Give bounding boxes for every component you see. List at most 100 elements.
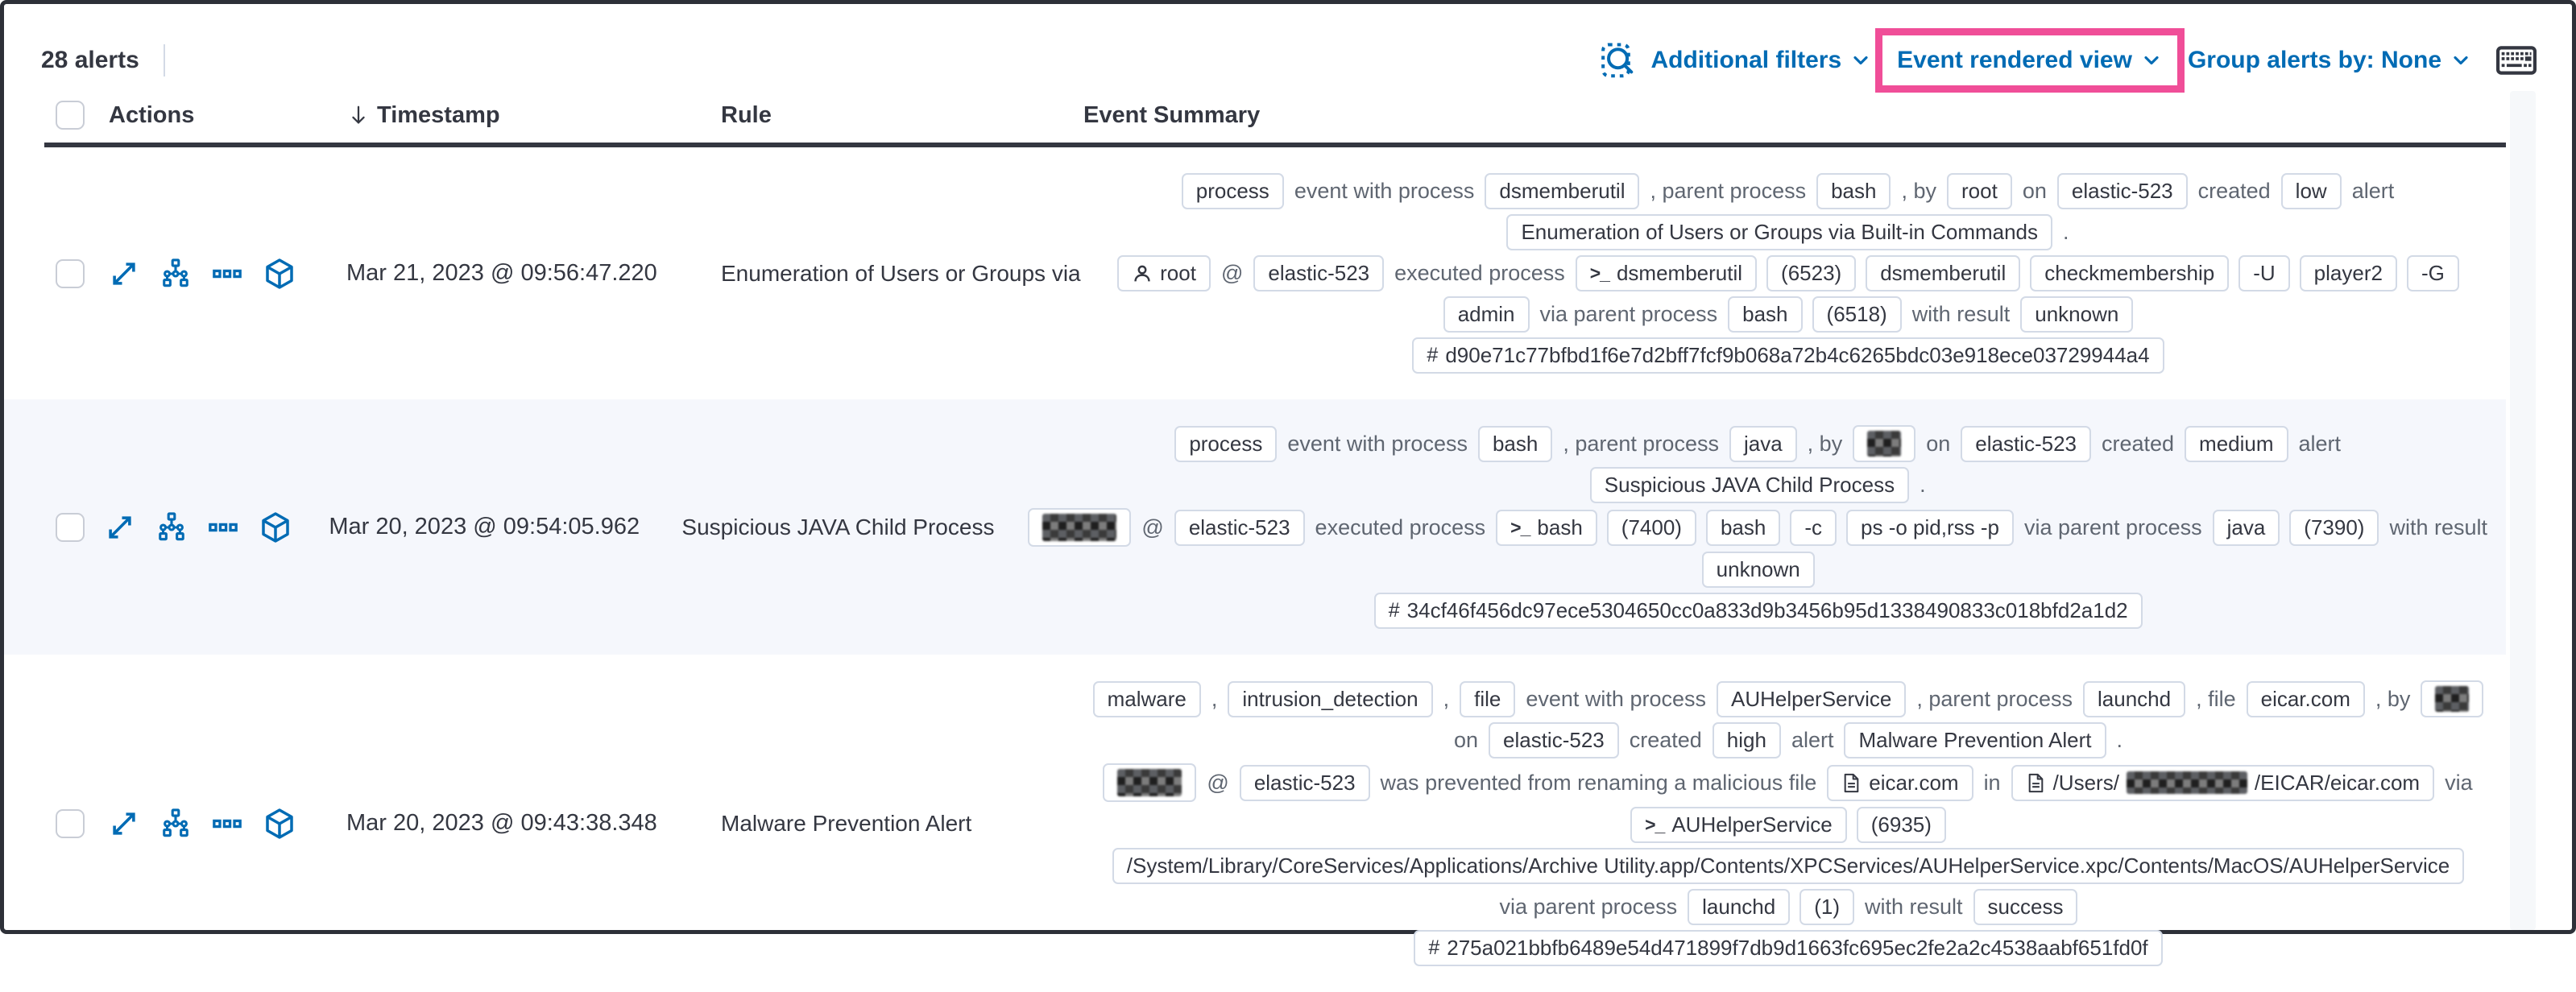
event-rendered-view-label: Event rendered view bbox=[1897, 47, 2132, 73]
more-actions-icon[interactable] bbox=[212, 808, 242, 839]
summary-badge: malware bbox=[1092, 680, 1201, 717]
analyze-event-icon[interactable] bbox=[160, 808, 191, 839]
open-alert-details-icon[interactable] bbox=[105, 512, 135, 543]
summary-text: , bbox=[1443, 686, 1450, 711]
summary-badge: medium bbox=[2185, 425, 2288, 462]
summary-badge: bash bbox=[1705, 509, 1781, 546]
summary-badge: process bbox=[1174, 425, 1278, 462]
summary-text: , parent process bbox=[1563, 431, 1719, 456]
analyze-event-icon[interactable] bbox=[156, 511, 187, 543]
summary-text: via parent process bbox=[1539, 302, 1718, 326]
summary-badge: admin bbox=[1443, 296, 1530, 333]
summary-badge: AUHelperService bbox=[1716, 680, 1907, 717]
summary-badge: java bbox=[2212, 509, 2280, 546]
select-all-checkbox[interactable] bbox=[56, 101, 85, 130]
summary-text: with result bbox=[2389, 515, 2487, 539]
alerts-toolbar: 28 alerts Additional filters Event rende… bbox=[4, 4, 2572, 97]
terminal-prompt-icon: >_ bbox=[1589, 262, 1610, 283]
summary-text: , file bbox=[2196, 686, 2236, 711]
chevron-down-icon bbox=[2454, 56, 2468, 65]
more-actions-icon[interactable] bbox=[208, 512, 238, 543]
vertical-scrollbar[interactable] bbox=[2510, 91, 2536, 930]
summary-badge: /Users//EICAR/eicar.com bbox=[2011, 764, 2435, 801]
summary-badge: success bbox=[1973, 889, 2078, 925]
summary-badge: elastic-523 bbox=[1961, 425, 2091, 462]
summary-badge: elastic-523 bbox=[1239, 764, 1370, 801]
summary-text: event with process bbox=[1526, 686, 1706, 711]
row-checkbox[interactable] bbox=[56, 808, 85, 838]
column-header-timestamp[interactable]: Timestamp bbox=[346, 102, 721, 129]
summary-badge: root bbox=[1947, 173, 2012, 209]
investigate-in-timeline-icon[interactable] bbox=[263, 808, 296, 840]
summary-badge: >_dsmemberutil bbox=[1575, 255, 1758, 291]
row-checkbox[interactable] bbox=[56, 258, 85, 288]
summary-text: @ bbox=[1141, 515, 1164, 539]
investigate-in-timeline-icon[interactable] bbox=[259, 511, 292, 544]
hash-icon: # bbox=[1427, 344, 1439, 366]
alert-timestamp: Mar 20, 2023 @ 09:43:38.348 bbox=[346, 810, 657, 836]
summary-badge: bash bbox=[1477, 425, 1553, 462]
redacted-value bbox=[2435, 686, 2470, 712]
alert-row: Mar 20, 2023 @ 09:43:38.348 Malware Preve… bbox=[4, 655, 2506, 992]
group-alerts-label: Group alerts by: None bbox=[2187, 47, 2441, 73]
more-actions-icon[interactable] bbox=[212, 258, 242, 289]
group-alerts-dropdown[interactable]: Group alerts by: None bbox=[2188, 47, 2472, 74]
table-header-row: Actions Timestamp Rule Event Summary bbox=[44, 101, 2506, 147]
summary-text: @ bbox=[1207, 770, 1229, 795]
chevron-down-icon bbox=[1853, 56, 1868, 65]
column-header-actions: Actions bbox=[109, 101, 195, 128]
alert-rule-name[interactable]: Malware Prevention Alert bbox=[721, 810, 972, 836]
summary-line: #34cf46f456dc97ece5304650cc0a833d9b3456b… bbox=[1023, 593, 2493, 629]
summary-badge: -G bbox=[2406, 255, 2459, 291]
summary-text: , by bbox=[1807, 431, 1843, 456]
additional-filters-dropdown[interactable]: Additional filters bbox=[1650, 47, 1872, 74]
summary-text: on bbox=[1926, 431, 1951, 456]
alert-timestamp: Mar 20, 2023 @ 09:54:05.962 bbox=[329, 514, 640, 539]
summary-badge bbox=[1103, 763, 1197, 802]
summary-badge: launchd bbox=[2083, 680, 2186, 717]
keyboard-shortcuts-icon[interactable] bbox=[2496, 46, 2537, 75]
open-alert-details-icon[interactable] bbox=[109, 258, 139, 289]
summary-badge: low bbox=[2280, 173, 2342, 209]
open-alert-details-icon[interactable] bbox=[109, 808, 139, 839]
summary-text: , by bbox=[1901, 179, 1937, 203]
summary-badge bbox=[2421, 680, 2484, 717]
summary-badge: elastic-523 bbox=[1174, 509, 1305, 546]
summary-badge: elastic-523 bbox=[1253, 255, 1385, 291]
summary-badge: >_AUHelperService bbox=[1630, 807, 1847, 843]
alert-rule-name[interactable]: Suspicious JAVA Child Process bbox=[681, 514, 995, 539]
redacted-value bbox=[1042, 514, 1117, 541]
summary-badge: (6523) bbox=[1766, 255, 1857, 291]
hash-icon: # bbox=[1388, 599, 1400, 622]
summary-badge: (7390) bbox=[2289, 509, 2379, 546]
summary-text: executed process bbox=[1315, 515, 1486, 539]
alert-rule-name[interactable]: Enumeration of Users or Groups via Bui bbox=[721, 260, 1083, 286]
summary-badge: root bbox=[1117, 255, 1211, 291]
summary-badge: #d90e71c77bfbd1f6e7d2bff7fcf9b068a72b4c6… bbox=[1412, 337, 2164, 374]
terminal-prompt-icon: >_ bbox=[1645, 814, 1665, 835]
inspect-icon[interactable] bbox=[1599, 42, 1636, 79]
summary-text: via bbox=[2445, 770, 2473, 795]
summary-badge: Suspicious JAVA Child Process bbox=[1589, 467, 1910, 503]
summary-badge: intrusion_detection bbox=[1228, 680, 1433, 717]
summary-badge: file bbox=[1460, 680, 1516, 717]
summary-text: created bbox=[1629, 728, 1702, 752]
summary-text: with result bbox=[1911, 302, 2011, 326]
summary-badge: -c bbox=[1790, 509, 1837, 546]
investigate-in-timeline-icon[interactable] bbox=[263, 258, 296, 290]
summary-text: , by bbox=[2375, 686, 2411, 711]
analyze-event-icon[interactable] bbox=[160, 258, 191, 289]
row-checkbox[interactable] bbox=[56, 512, 85, 542]
redacted-value bbox=[2126, 771, 2247, 794]
summary-badge: dsmemberutil bbox=[1485, 173, 1640, 209]
event-rendered-view-dropdown[interactable]: Event rendered view bbox=[1897, 47, 2163, 74]
summary-text: alert bbox=[2351, 179, 2395, 203]
